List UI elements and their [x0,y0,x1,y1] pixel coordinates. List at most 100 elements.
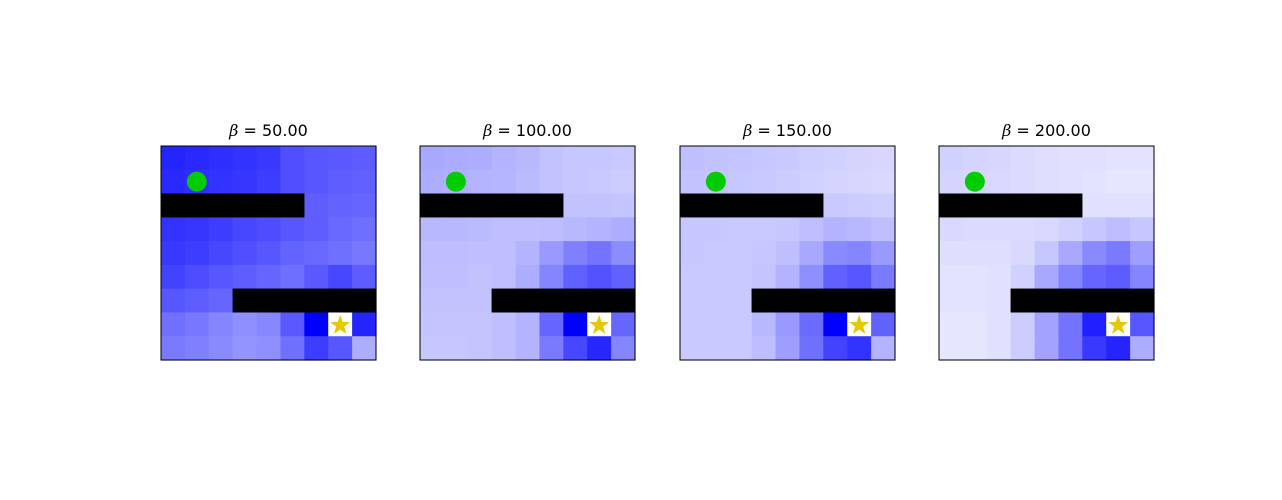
heatmap-cell [304,169,329,195]
heatmap-cell [611,241,636,266]
heatmap-cell [1058,241,1083,266]
heatmap-cell [420,146,445,171]
wall [939,193,1083,218]
goal-star-icon [330,314,351,334]
heatmap-cell [871,146,896,171]
heatmap-cell [467,264,493,290]
heatmap-cell [847,146,872,171]
goal-star-icon [1108,314,1129,334]
heatmap-cell [1106,146,1131,171]
heatmap-cell [232,241,258,266]
heatmap-cell [1058,312,1083,337]
heatmap-cell [539,312,564,337]
heatmap-cell [939,169,964,195]
panel-title: β = 50.00 [228,121,308,140]
heatmap-cell [184,217,210,242]
heatmap-cell [1106,193,1131,218]
panel-title-text: = 50.00 [238,121,307,140]
heatmap-cell [184,146,210,171]
heatmap-cell [680,241,705,266]
heatmap-cell [352,241,377,266]
heatmap-cell [352,193,377,218]
heatmap-cell [352,312,377,337]
wall [491,288,635,313]
heatmap-cell [420,217,445,242]
heatmap-cell [799,264,824,290]
heatmap-cell [467,336,493,361]
heatmap-cell [1082,241,1107,266]
heatmap-cell [563,264,588,290]
heatmap-cell [1082,169,1107,195]
wall [161,193,305,218]
heatmap-cell [256,264,282,290]
heatmap-cell [161,241,186,266]
heatmap-cell [986,288,1012,314]
heatmap-cell [328,264,353,290]
heatmap-cell [328,336,353,361]
heatmap-cell [304,146,329,171]
heatmap-cell [515,169,541,195]
heatmap-cell [727,336,753,361]
heatmap-cell [161,146,186,171]
panel-frame [160,145,377,361]
heatmap-cell [680,217,705,242]
heatmap-cell [1106,241,1131,266]
heatmap-cell [256,241,282,266]
heatmap-cell [304,241,329,266]
heatmap-cell [539,169,564,195]
heatmap-cell [823,264,848,290]
heatmap-cell [823,146,848,171]
heatmap-cell [847,217,872,242]
heatmap-cell [1058,336,1083,361]
heatmap-cell [799,241,824,266]
heatmap-cell [727,241,753,266]
heatmap-cell [775,169,801,195]
heatmap-cell [232,264,258,290]
heatmap-cell [1058,146,1083,171]
heatmap-cell [515,217,541,242]
heatmap-cell [1010,264,1036,290]
heatmap-cell [1058,264,1083,290]
heatmap-cell [986,241,1012,266]
heatmap-cell [587,146,612,171]
wall [420,193,564,218]
heatmap-cell [587,336,612,361]
heatmap-cell [1010,336,1036,361]
heatmap-cell [727,288,753,314]
heatmap-cell [1034,169,1060,195]
heatmap-cell [443,336,469,361]
heatmap-cell [443,264,469,290]
heatmap-cell [352,264,377,290]
heatmap-cell [491,312,517,337]
heatmap-cell [328,193,353,218]
heatmap-cell [208,312,234,337]
heatmap-cell [328,169,353,195]
panel-title-symbol: β [228,121,238,140]
panel-frame [419,145,636,361]
heatmap-cell [871,217,896,242]
heatmap-cell [491,241,517,266]
heatmap-cell [1010,217,1036,242]
heatmap-cell [962,264,988,290]
heatmap-cell [563,146,588,171]
heatmap-cell [1082,264,1107,290]
heatmap-panel: β = 150.00 [679,121,896,361]
heatmap-cell [1130,169,1155,195]
heatmap-cell [491,264,517,290]
heatmap-cell [703,241,729,266]
heatmap-cell [539,336,564,361]
heatmap-cell [962,146,988,171]
heatmap-cell [420,312,445,337]
heatmap-cell [304,312,329,337]
heatmap-cell [823,217,848,242]
heatmap-cell [256,312,282,337]
heatmap-cell [280,146,305,171]
heatmap-cell [1058,169,1083,195]
panel-title-text: = 200.00 [1011,121,1091,140]
heatmap-cell [232,217,258,242]
heatmap-cell [515,241,541,266]
heatmap-cell [611,264,636,290]
heatmap-cell [563,241,588,266]
heatmap-cell [986,336,1012,361]
heatmap-cell [280,312,305,337]
